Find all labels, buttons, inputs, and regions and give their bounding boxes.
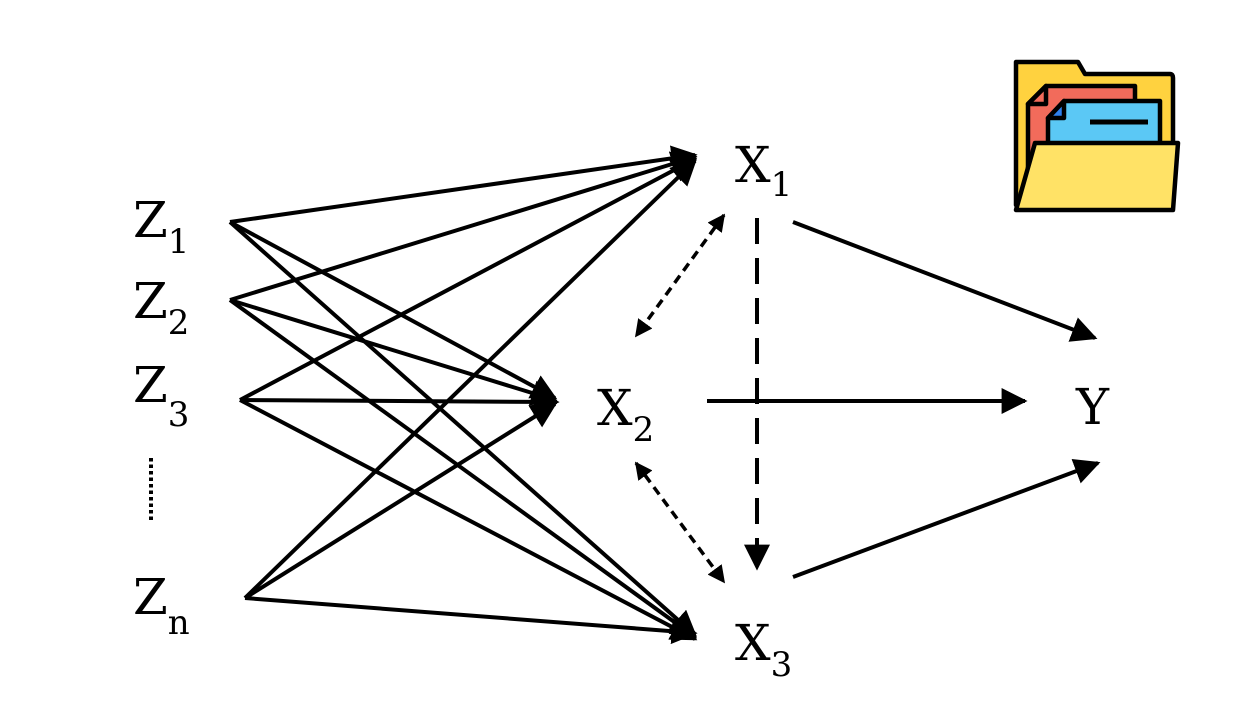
folder-with-documents-icon bbox=[1013, 59, 1181, 213]
edge-z1-x1 bbox=[229, 145, 698, 224]
edge-z1-x3 bbox=[228, 220, 697, 637]
edge-zn-x2 bbox=[243, 402, 558, 600]
node-z1-main: Z bbox=[133, 191, 168, 249]
node-x2-sub: 2 bbox=[633, 410, 655, 450]
edge-z3-x1 bbox=[239, 157, 698, 402]
dashed-edges bbox=[634, 213, 770, 584]
node-x3: X3 bbox=[735, 614, 792, 685]
node-z1: Z1 bbox=[133, 191, 189, 262]
node-z3-sub: 3 bbox=[168, 395, 190, 435]
edge-zn-x3 bbox=[244, 596, 698, 645]
node-z2-sub: 2 bbox=[168, 303, 190, 343]
edge-z3-x2 bbox=[239, 388, 560, 415]
node-z3-main: Z bbox=[133, 356, 168, 414]
node-labels: Z1 Z2 Z3 Zn X1 X2 X3 Y bbox=[133, 136, 1110, 685]
node-x1-sub: 1 bbox=[771, 165, 793, 205]
node-z1-sub: 1 bbox=[168, 222, 190, 262]
node-zn-main: Z bbox=[133, 568, 168, 626]
edge-x3-y bbox=[792, 459, 1101, 579]
edge-x1-x2-bidirected bbox=[634, 213, 726, 338]
edge-z2-x3 bbox=[228, 298, 698, 639]
node-z2-main: Z bbox=[133, 272, 168, 330]
edge-z2-x1 bbox=[229, 151, 698, 302]
outcome-edges bbox=[707, 220, 1101, 579]
node-y: Y bbox=[1075, 378, 1110, 436]
node-z2: Z2 bbox=[133, 272, 189, 343]
node-x2: X2 bbox=[597, 379, 654, 450]
node-z3: Z3 bbox=[133, 356, 189, 435]
edge-z1-x2 bbox=[229, 220, 558, 400]
instrument-edges bbox=[228, 145, 698, 645]
node-zn-sub: n bbox=[168, 603, 190, 643]
node-x3-sub: 3 bbox=[771, 645, 793, 685]
edge-x1-y bbox=[792, 220, 1098, 342]
node-x2-main: X bbox=[597, 379, 633, 437]
node-x1-main: X bbox=[735, 136, 771, 194]
node-zn: Zn bbox=[133, 568, 190, 643]
edge-x2-x3-bidirected bbox=[634, 461, 726, 584]
node-x1: X1 bbox=[735, 136, 792, 205]
edge-z2-x2 bbox=[229, 298, 558, 406]
edge-z3-x3 bbox=[239, 398, 698, 641]
node-x3-main: X bbox=[735, 614, 771, 672]
edge-zn-x1 bbox=[243, 159, 697, 600]
